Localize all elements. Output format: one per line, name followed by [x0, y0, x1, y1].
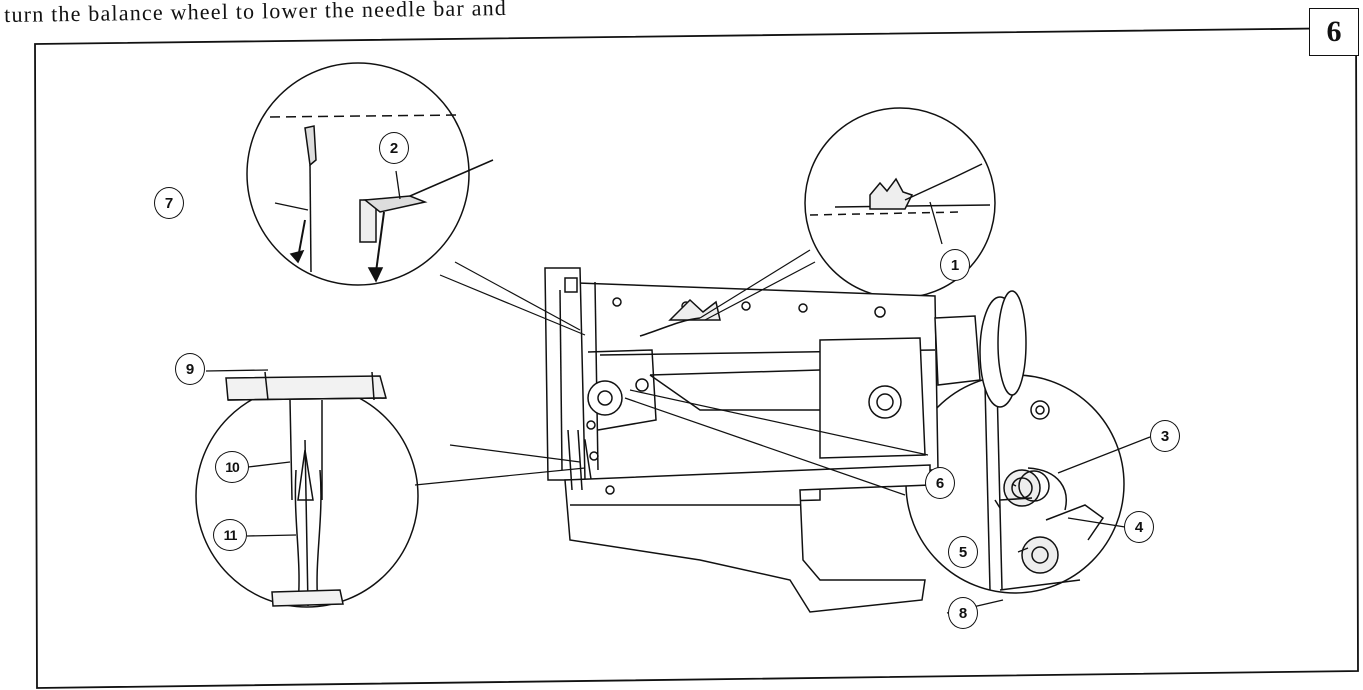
callout-leaders — [205, 170, 1151, 614]
callout-3: 3 — [1150, 420, 1180, 452]
callout-6: 6 — [925, 467, 955, 499]
callout-5: 5 — [948, 536, 978, 568]
callout-10: 10 — [215, 451, 249, 483]
sewing-machine-drawing — [544, 267, 1027, 613]
figure-number-badge: 6 — [1309, 8, 1359, 56]
callout-11: 11 — [213, 519, 247, 551]
callout-2: 2 — [379, 132, 409, 164]
figure-frame — [34, 27, 1359, 689]
detail-circle-take-up-lever — [246, 62, 494, 286]
callout-4: 4 — [1124, 511, 1154, 543]
detail-circle-needle — [195, 371, 419, 608]
leader-lines — [414, 249, 929, 496]
detail-circle-thread-tension — [905, 374, 1125, 594]
callout-7: 7 — [154, 187, 184, 219]
callout-1: 1 — [940, 249, 970, 281]
callout-8: 8 — [948, 597, 978, 629]
callout-9: 9 — [175, 353, 205, 385]
